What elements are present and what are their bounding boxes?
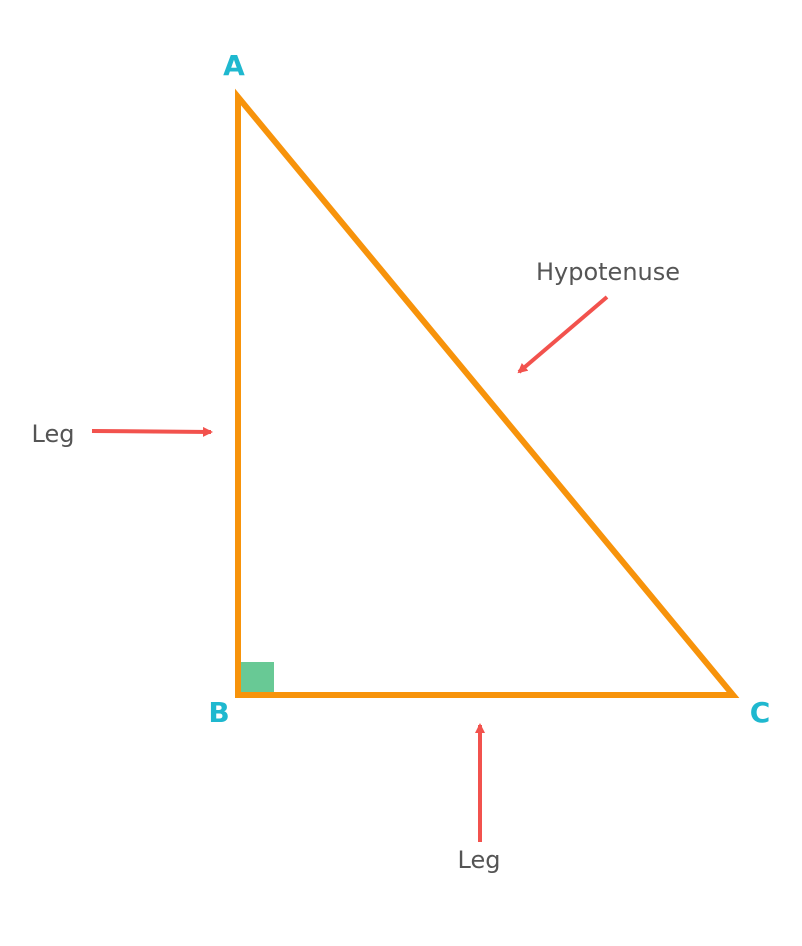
vertical-leg-arrow [91, 426, 213, 437]
right-angle-marker [241, 662, 274, 693]
hypotenuse-label: Hypotenuse [536, 258, 680, 286]
right-triangle [235, 88, 740, 698]
horizontal-leg-label: Leg [458, 846, 501, 874]
vertical-leg-label: Leg [32, 420, 75, 448]
vertex-label-a: A [223, 49, 245, 82]
hypotenuse-arrow [517, 295, 609, 374]
vertex-label-c: C [750, 696, 771, 729]
vertex-label-b: B [208, 696, 229, 729]
